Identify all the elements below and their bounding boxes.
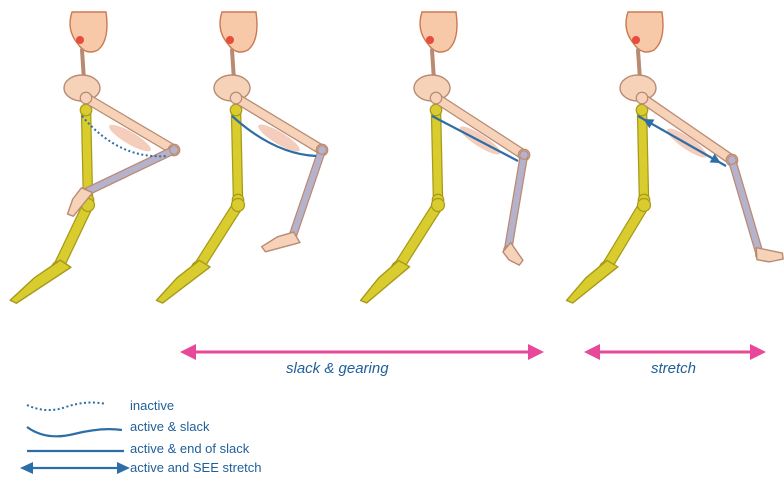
head bbox=[70, 12, 107, 52]
head bbox=[626, 12, 663, 52]
swing-shin bbox=[728, 156, 765, 260]
legend-label-active-see-stretch: active and SEE stretch bbox=[130, 460, 262, 475]
neck-marker bbox=[76, 36, 84, 44]
figure-1 bbox=[10, 12, 180, 303]
swing-thigh bbox=[80, 92, 180, 156]
phase-label-slack-gearing: slack & gearing bbox=[286, 360, 389, 377]
swing-shin bbox=[504, 151, 529, 255]
head bbox=[220, 12, 257, 52]
figure-3 bbox=[361, 12, 530, 303]
neck-marker bbox=[426, 36, 434, 44]
stance-foot bbox=[567, 260, 618, 303]
figure-4 bbox=[567, 12, 784, 303]
swing-thigh bbox=[430, 92, 530, 161]
stance-foot bbox=[10, 260, 71, 303]
legend-label-active-slack: active & slack bbox=[130, 419, 209, 434]
stance-foot bbox=[361, 261, 410, 303]
swing-foot bbox=[262, 232, 300, 252]
stance-foot bbox=[156, 260, 210, 303]
swing-thigh bbox=[636, 92, 738, 166]
neck-marker bbox=[632, 36, 640, 44]
legend-label-inactive: inactive bbox=[130, 398, 174, 413]
swing-foot bbox=[756, 248, 783, 262]
legend-label-active-end-slack: active & end of slack bbox=[130, 441, 249, 456]
figure-2 bbox=[156, 12, 327, 303]
legend-swatch-inactive bbox=[27, 403, 106, 411]
swing-shin bbox=[288, 146, 327, 243]
legend-swatches bbox=[20, 403, 130, 474]
phase-arrows bbox=[180, 344, 766, 360]
swing-shin bbox=[80, 146, 179, 198]
phase-label-stretch: stretch bbox=[651, 360, 696, 377]
head bbox=[420, 12, 457, 52]
neck-marker bbox=[226, 36, 234, 44]
legend-swatch-active-slack bbox=[27, 427, 122, 436]
legend-swatch-active-see-stretch bbox=[20, 462, 130, 474]
phase-arrow-slack-gearing bbox=[180, 344, 544, 360]
phase-arrow-stretch bbox=[584, 344, 766, 360]
figure-sequence bbox=[10, 12, 783, 303]
